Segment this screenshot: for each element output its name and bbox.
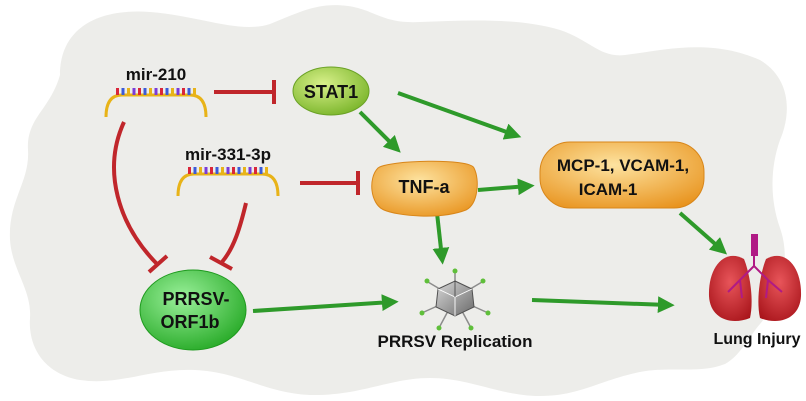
rna-base xyxy=(232,167,235,174)
rna-base xyxy=(265,167,268,174)
rna-base xyxy=(171,88,174,95)
mcp-label-line1: MCP-1, VCAM-1, xyxy=(557,156,689,175)
mir-210-label: mir-210 xyxy=(126,65,186,84)
rna-base xyxy=(193,88,196,95)
activate-tnfa-mcp xyxy=(477,178,535,196)
inhibit-mir331-orf1b xyxy=(220,202,248,264)
virus-icon xyxy=(419,268,491,331)
rna-base xyxy=(237,167,241,174)
inhibit-mir331-orf1b-bar xyxy=(209,255,233,271)
rna-base xyxy=(210,167,213,174)
orf1b-label-line1: PRRSV- xyxy=(162,289,229,309)
lung-injury-label: Lung Injury xyxy=(713,331,800,348)
rna-base xyxy=(193,167,197,174)
rna-base xyxy=(243,167,246,174)
activation-arrows xyxy=(252,91,728,314)
activate-stat1-mcp xyxy=(397,91,522,140)
rna-base xyxy=(215,167,219,174)
rna-base xyxy=(187,88,191,95)
rna-base xyxy=(165,88,169,95)
inhibit-mir210-orf1b-bar xyxy=(147,254,169,274)
tnfa-label: TNF-a xyxy=(399,177,451,197)
mir-210-strand xyxy=(104,88,208,118)
rna-base xyxy=(182,88,185,95)
stat1-label: STAT1 xyxy=(304,82,358,102)
activate-tnfa-replication xyxy=(432,212,450,265)
rna-base xyxy=(127,88,130,95)
mir-331-3p-label: mir-331-3p xyxy=(185,145,271,164)
rna-base xyxy=(154,88,158,95)
rna-base xyxy=(199,167,202,174)
rna-base xyxy=(204,167,208,174)
prrsv-replication-label: PRRSV Replication xyxy=(378,332,533,351)
rna-base xyxy=(160,88,163,95)
inhibition-arrows xyxy=(112,80,360,274)
mir-331-3p-strand xyxy=(176,167,280,197)
rna-base xyxy=(176,88,180,95)
rna-base xyxy=(143,88,147,95)
rna-base xyxy=(116,88,119,95)
rna-base xyxy=(132,88,136,95)
activate-orf1b-replication xyxy=(252,294,399,313)
stat1-node: STAT1 xyxy=(292,66,370,116)
inhibit-mir210-orf1b xyxy=(112,121,160,267)
rna-base xyxy=(248,167,252,174)
activate-replication-lung xyxy=(531,296,675,314)
rna-base xyxy=(138,88,141,95)
rna-base xyxy=(121,88,125,95)
lung-icon xyxy=(708,234,802,322)
rna-base xyxy=(221,167,224,174)
activate-mcp-lung xyxy=(678,211,728,255)
mcp-vcam-icam-node: MCP-1, VCAM-1, ICAM-1 xyxy=(539,141,705,209)
rna-base xyxy=(254,167,257,174)
prrsv-orf1b-node: PRRSV- ORF1b xyxy=(139,269,247,351)
rna-base xyxy=(259,167,263,174)
rna-base xyxy=(149,88,152,95)
orf1b-label-line2: ORF1b xyxy=(160,312,219,332)
rna-base xyxy=(226,167,230,174)
tnfa-node: TNF-a xyxy=(371,160,478,217)
activate-stat1-tnfa xyxy=(358,110,401,153)
rna-base xyxy=(188,167,191,174)
mcp-label-line2: ICAM-1 xyxy=(579,180,638,199)
